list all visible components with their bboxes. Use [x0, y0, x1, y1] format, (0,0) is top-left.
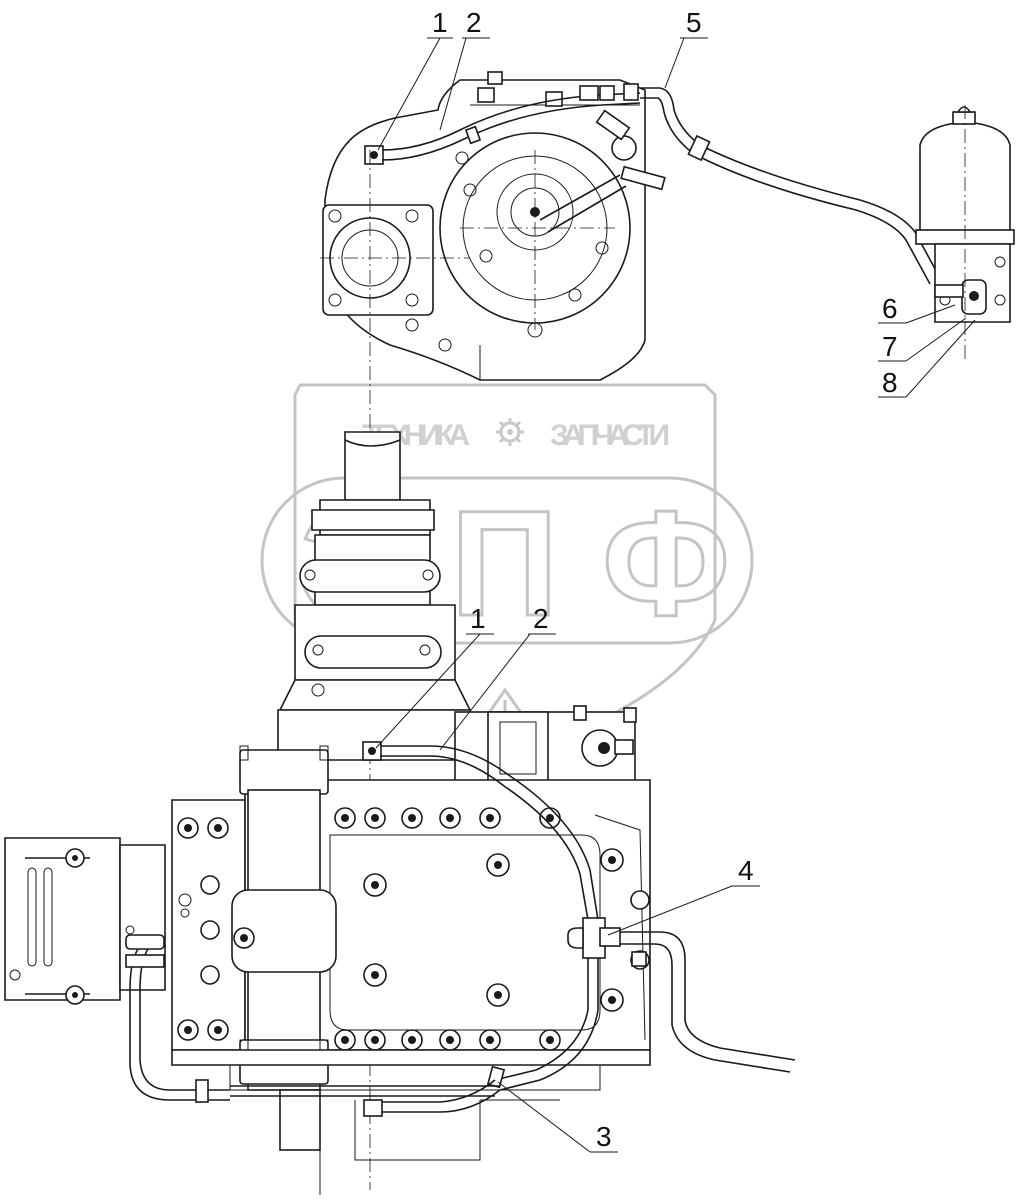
callout-low-2: 2	[533, 603, 549, 634]
callout-top-1: 1	[432, 7, 448, 38]
bolt-row-top	[334, 807, 561, 829]
callout-top-2: 2	[466, 7, 482, 38]
lower-view	[4, 431, 796, 1195]
gear-icon	[496, 418, 524, 446]
callout-top-6: 6	[882, 293, 898, 324]
callout-low-1: 1	[470, 603, 486, 634]
callout-top-5: 5	[686, 7, 702, 38]
callout-low-3: 3	[596, 1121, 612, 1152]
callout-top-7: 7	[882, 331, 898, 362]
callout-low-4: 4	[738, 855, 754, 886]
top-view	[320, 71, 1015, 1190]
callouts: 1 2 5 6 7 8 1 2 4 3	[375, 7, 976, 1153]
watermark-text-right: ЗАПЧАСТИ	[550, 419, 670, 452]
callout-top-8: 8	[882, 367, 898, 398]
bolt-row-bottom	[334, 1029, 561, 1051]
